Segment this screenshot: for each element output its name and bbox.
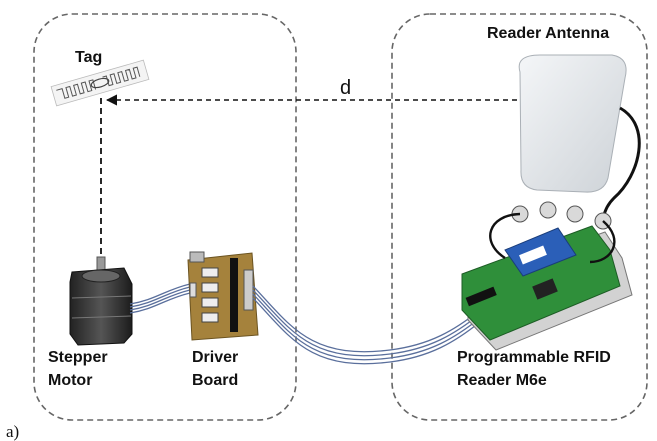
driver-reader-cable	[252, 285, 481, 365]
reader-antenna-label: Reader Antenna	[487, 25, 609, 42]
rfid-reader-board	[461, 201, 633, 351]
panel-label: a)	[6, 422, 19, 441]
driver-board	[187, 251, 259, 341]
left-region-boundary	[33, 13, 297, 421]
reader-label-line1: Programmable RFID	[457, 349, 611, 366]
distance-label: d	[340, 77, 351, 99]
stepper-label-line2: Motor	[48, 372, 92, 389]
rfid-tag	[50, 59, 150, 107]
stepper-label-line1: Stepper	[48, 349, 108, 366]
reader-label-line2: Reader M6e	[457, 372, 547, 389]
driver-label-line1: Driver	[192, 349, 238, 366]
reader-antenna	[518, 54, 641, 226]
tag-label: Tag	[75, 49, 102, 66]
driver-label-line2: Board	[192, 372, 238, 389]
stepper-motor	[69, 256, 133, 346]
right-region-boundary	[391, 13, 648, 421]
motor-driver-cable	[129, 283, 191, 314]
